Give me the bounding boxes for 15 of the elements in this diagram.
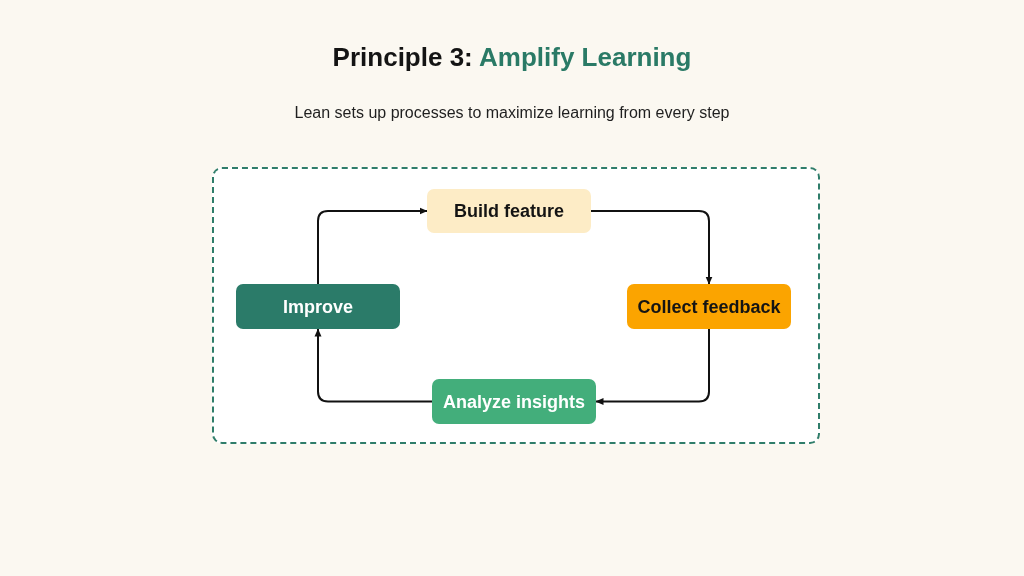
process-box <box>427 189 591 233</box>
node-label: Build feature <box>454 200 564 222</box>
arrow <box>590 210 713 285</box>
arrow <box>317 207 428 285</box>
subtitle: Lean sets up processes to maximize learning from every step <box>294 103 730 123</box>
arrow <box>595 328 710 405</box>
arrow <box>314 328 433 403</box>
process-box <box>432 379 596 424</box>
dashed-frame <box>212 167 820 444</box>
node-label: Analyze insights <box>443 390 585 413</box>
node-label: Improve <box>283 295 353 318</box>
node-label: Collect feedback <box>637 295 781 318</box>
title: Principle 3: Amplify Learning <box>332 41 692 74</box>
process-box <box>236 284 400 329</box>
process-box <box>627 284 791 329</box>
